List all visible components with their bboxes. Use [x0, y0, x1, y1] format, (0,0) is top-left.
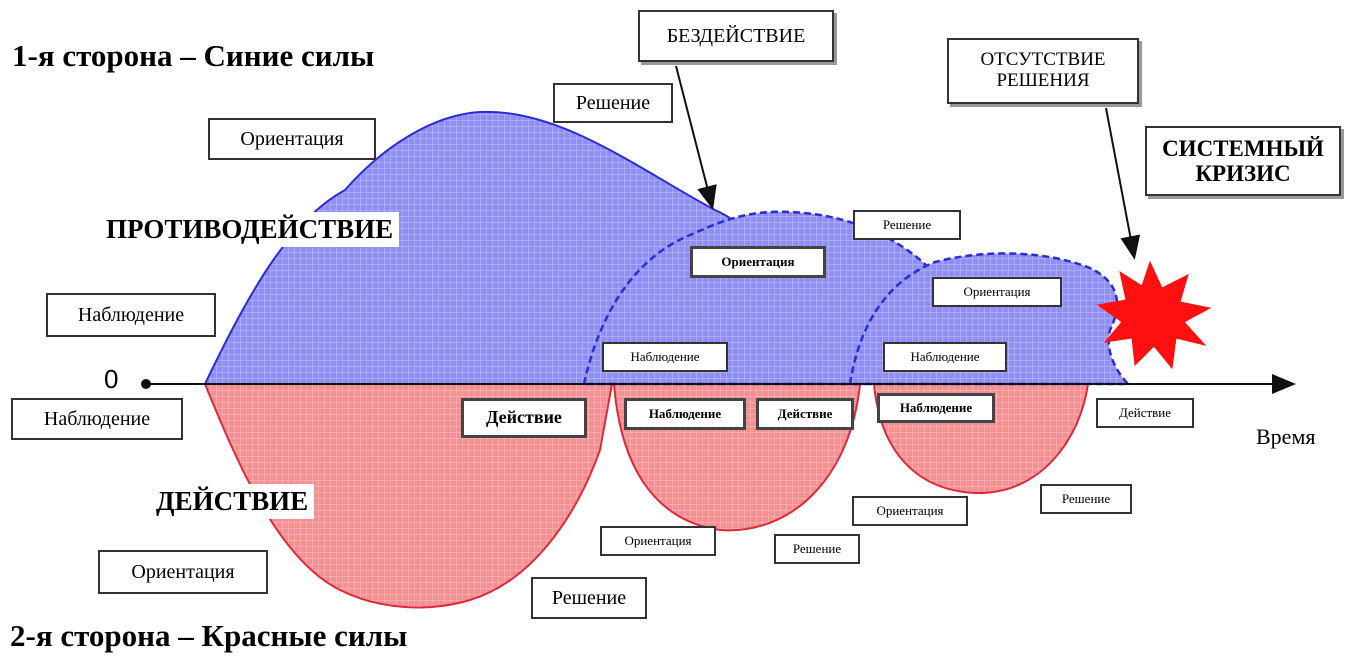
blue-orientation-label-3: Ориентация — [932, 277, 1062, 307]
blue-observation-label-1: Наблюдение — [46, 293, 216, 337]
red-orientation-label-3: Ориентация — [852, 496, 968, 526]
crisis-burst — [1096, 260, 1212, 370]
blue-observation-label-3: Наблюдение — [883, 342, 1007, 372]
inaction-callout: БЕЗДЕЙСТВИЕ — [638, 10, 834, 62]
crisis-line2: КРИЗИС — [1195, 161, 1291, 186]
time-axis-label: Время — [1256, 424, 1316, 449]
counteraction-heading: ПРОТИВОДЕЙСТВИЕ — [100, 212, 400, 247]
blue-orientation-label-1: Ориентация — [208, 118, 376, 160]
crisis-line1: СИСТЕМНЫЙ — [1162, 135, 1324, 161]
red-action-label-2: Действие — [756, 398, 854, 430]
no-decision-line2: РЕШЕНИЯ — [996, 70, 1090, 91]
red-decision-label-1: Решение — [531, 577, 647, 619]
red-orientation-label-1: Ориентация — [98, 550, 268, 594]
blue-observation-label-2: Наблюдение — [602, 342, 728, 372]
red-decision-label-3: Решение — [1040, 484, 1132, 514]
blue-orientation-label-2: Ориентация — [690, 246, 826, 278]
red-action-label-3: Действие — [1096, 398, 1194, 428]
red-decision-label-2: Решение — [774, 534, 860, 564]
side1-heading: 1-я сторона – Синие силы — [12, 38, 375, 73]
red-observation-label-2: Наблюдение — [624, 398, 746, 430]
crisis-callout: СИСТЕМНЫЙ КРИЗИС — [1145, 126, 1341, 196]
inaction-text: БЕЗДЕЙСТВИЕ — [666, 25, 806, 47]
blue-decision-label-1: Решение — [553, 83, 673, 123]
action-heading: ДЕЙСТВИЕ — [150, 484, 315, 519]
no-decision-arrow — [1105, 107, 1141, 260]
red-orientation-label-2: Ориентация — [600, 526, 716, 556]
side2-heading: 2-я сторона – Красные силы — [10, 618, 408, 653]
origin-label: 0 — [104, 364, 119, 394]
origin-dot — [141, 379, 151, 389]
no-decision-line1: ОТСУТСТВИЕ — [980, 49, 1106, 71]
red-observation-label-1: Наблюдение — [11, 398, 183, 440]
red-action-label-1: Действие — [461, 398, 587, 438]
no-decision-callout: ОТСУТСТВИЕ РЕШЕНИЯ — [947, 38, 1139, 104]
red-observation-label-3: Наблюдение — [877, 393, 995, 423]
inaction-arrow — [675, 65, 717, 210]
blue-decision-label-2: Решение — [853, 210, 961, 240]
